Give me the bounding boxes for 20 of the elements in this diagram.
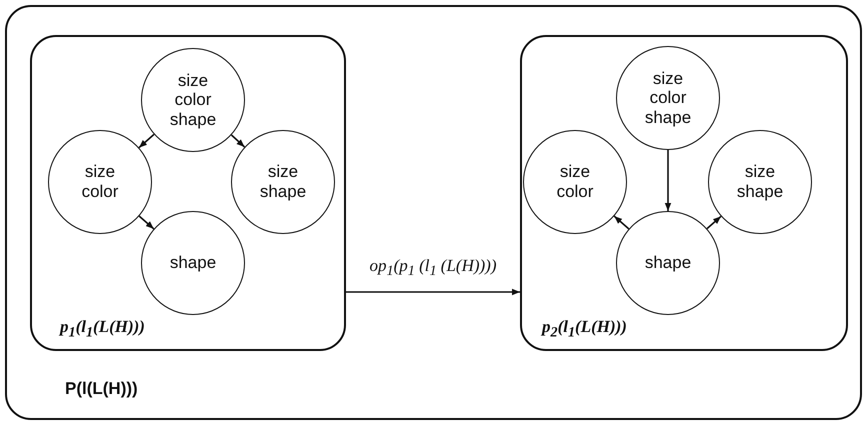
attribute-circle: size color shape — [141, 48, 245, 152]
state-panel — [520, 35, 848, 351]
state-panel — [30, 35, 346, 351]
arrow — [664, 150, 672, 211]
arrow — [346, 288, 520, 296]
attribute-circle: shape — [141, 211, 245, 315]
attribute-circle: size shape — [708, 130, 812, 234]
attribute-circle: shape — [616, 211, 720, 315]
attribute-circle: size color shape — [616, 46, 720, 150]
arrow — [706, 216, 722, 230]
arrow — [138, 134, 155, 148]
arrow — [614, 216, 630, 230]
attribute-circle: size color — [523, 130, 627, 234]
panel-label: p$_{1}$(l$_{1}$(L(H))) — [60, 317, 145, 342]
panel-label: P(l(L(H))) — [65, 379, 138, 399]
arrow — [230, 134, 246, 148]
panel-label: p$_{2}$(l$_{1}$(L(H))) — [542, 317, 627, 342]
attribute-circle: size shape — [231, 130, 335, 234]
attribute-circle: size color — [48, 130, 152, 234]
arrow — [138, 216, 154, 230]
